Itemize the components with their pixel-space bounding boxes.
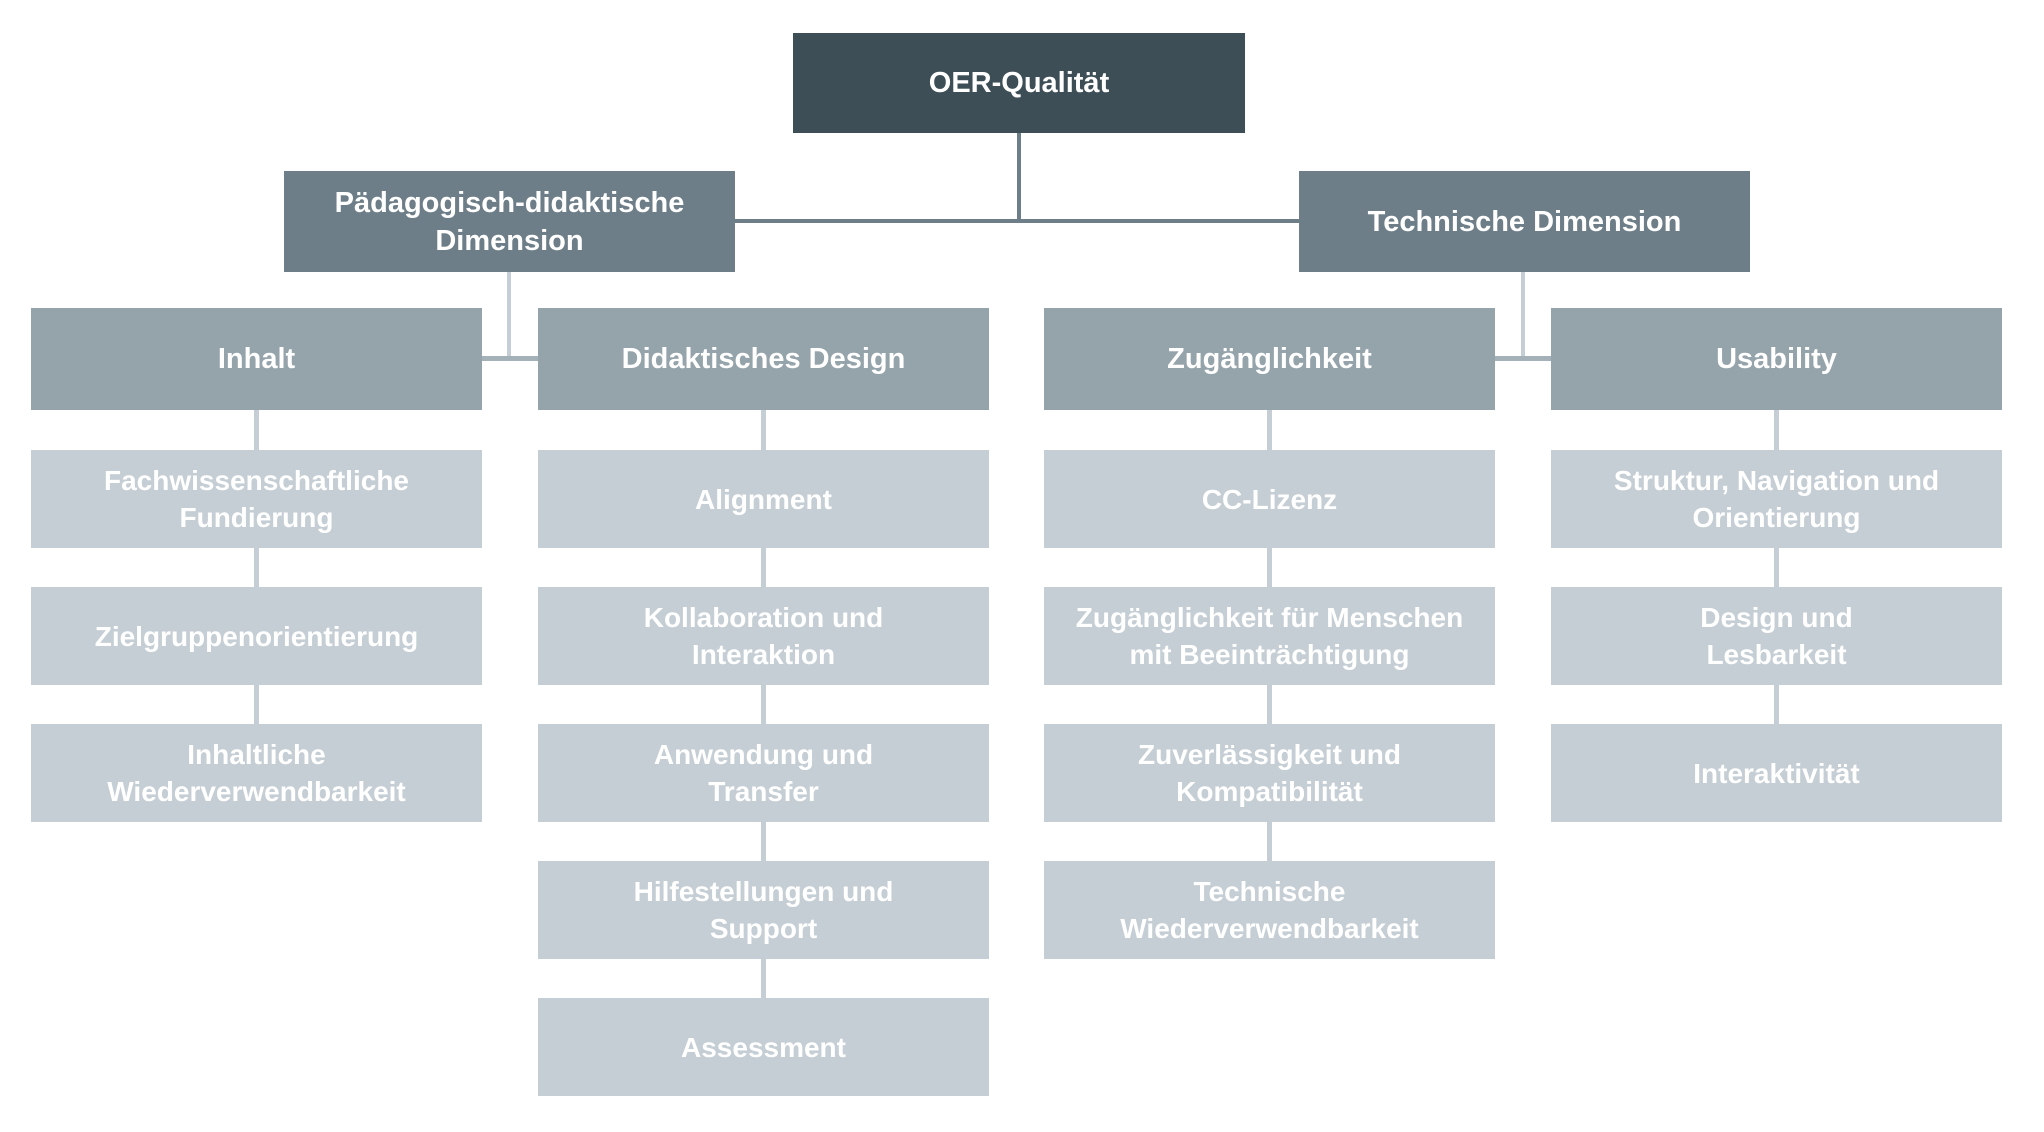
category-label: Zugänglichkeit [1167, 343, 1372, 375]
category-label: Inhalt [217, 343, 296, 375]
connector-column-didaktisches-design [761, 410, 766, 998]
dimension-node-technisch: Technische Dimension [1299, 171, 1750, 272]
item-label: Zielgruppenorientierung [94, 620, 419, 652]
item-node-zugaenglichkeit-fuer-menschen: Zugänglichkeit für Menschen mit Beeinträ… [1044, 587, 1495, 685]
item-label: Hilfestellungen und Support [633, 876, 894, 944]
item-label: CC-Lizenz [1201, 483, 1338, 515]
dimension-label: Pädagogisch-didaktische Dimension [334, 186, 685, 257]
item-node-hilfestellungen-und-support: Hilfestellungen und Support [538, 861, 989, 959]
item-node-cc-lizenz: CC-Lizenz [1044, 450, 1495, 548]
item-node-design-und-lesbarkeit: Design und Lesbarkeit [1551, 587, 2002, 685]
item-label: Technische Wiederverwendbarkeit [1120, 876, 1419, 944]
item-label: Assessment [681, 1031, 846, 1063]
item-node-kollaboration-und-interaktion: Kollaboration und Interaktion [538, 587, 989, 685]
item-label: Design und Lesbarkeit [1700, 602, 1853, 670]
item-node-struktur-navigation-orientierung: Struktur, Navigation und Orientierung [1551, 450, 2002, 548]
item-label: Inhaltliche Wiederverwendbarkeit [107, 739, 406, 807]
item-label: Fachwissenschaftliche Fundierung [103, 465, 409, 533]
connector-root-vertical [1017, 133, 1021, 223]
item-label: Anwendung und Transfer [653, 739, 874, 807]
item-node-inhaltliche-wiederverwendbarkeit: Inhaltliche Wiederverwendbarkeit [31, 724, 482, 822]
item-label: Zuverlässigkeit und Kompatibilität [1138, 739, 1401, 807]
connector-technisch-vertical [1521, 272, 1525, 360]
connector-paedagogisch-stub [482, 356, 538, 361]
item-label: Alignment [695, 483, 832, 515]
category-label: Didaktisches Design [621, 343, 906, 375]
item-node-assessment: Assessment [538, 998, 989, 1096]
dimension-label: Technische Dimension [1367, 205, 1682, 238]
dimension-node-paedagogisch-didaktisch: Pädagogisch-didaktische Dimension [284, 171, 735, 272]
item-node-zuverlaessigkeit-und-kompatibilitaet: Zuverlässigkeit und Kompatibilität [1044, 724, 1495, 822]
item-node-interaktivitaet: Interaktivität [1551, 724, 2002, 822]
item-node-alignment: Alignment [538, 450, 989, 548]
root-node: OER-Qualität [793, 33, 1245, 133]
category-node-inhalt: Inhalt [31, 308, 482, 410]
category-label: Usability [1716, 343, 1837, 375]
item-node-anwendung-und-transfer: Anwendung und Transfer [538, 724, 989, 822]
item-label: Zugänglichkeit für Menschen mit Beeinträ… [1075, 602, 1464, 670]
category-node-usability: Usability [1551, 308, 2002, 410]
connector-paedagogisch-vertical [507, 272, 511, 360]
item-node-zielgruppenorientierung: Zielgruppenorientierung [31, 587, 482, 685]
connector-dimensions-horizontal [735, 219, 1299, 223]
connector-column-inhalt [254, 410, 259, 724]
connector-technisch-stub [1495, 356, 1551, 361]
category-node-zugaenglichkeit: Zugänglichkeit [1044, 308, 1495, 410]
category-node-didaktisches-design: Didaktisches Design [538, 308, 989, 410]
root-label: OER-Qualität [928, 67, 1110, 99]
item-label: Kollaboration und Interaktion [643, 602, 884, 670]
item-node-fachwissenschaftliche-fundierung: Fachwissenschaftliche Fundierung [31, 450, 482, 548]
item-label: Interaktivität [1693, 757, 1860, 789]
connector-column-usability [1774, 410, 1779, 724]
item-label: Struktur, Navigation und Orientierung [1613, 465, 1940, 533]
item-node-technische-wiederverwendbarkeit: Technische Wiederverwendbarkeit [1044, 861, 1495, 959]
